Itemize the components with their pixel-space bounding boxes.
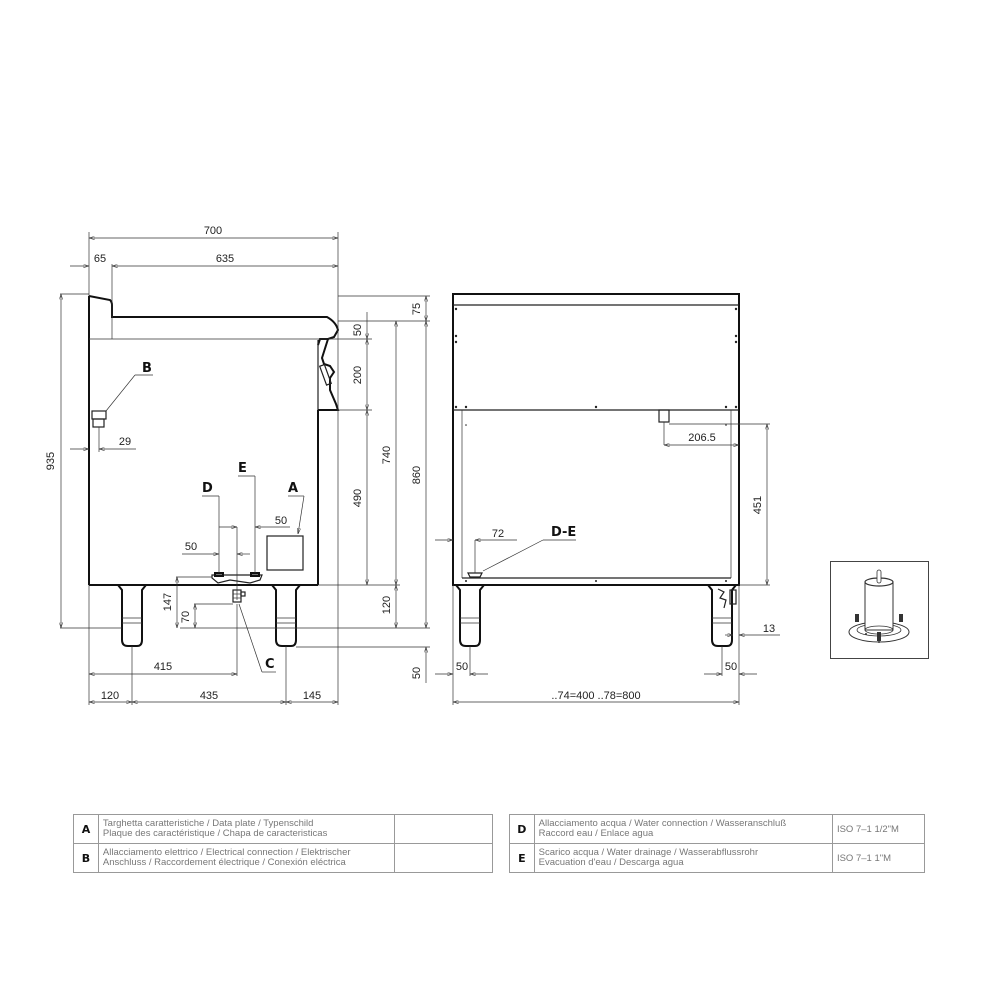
adjustable-foot-icon	[848, 569, 910, 643]
legend-description: Scarico acqua / Water drainage / Wassera…	[533, 843, 833, 873]
svg-text:75: 75	[411, 303, 423, 315]
legend-spec	[394, 843, 493, 873]
svg-text:451: 451	[752, 496, 764, 514]
legend-row: E Scarico acqua / Water drainage / Wasse…	[509, 843, 926, 873]
label-e: E	[238, 461, 247, 476]
svg-text:29: 29	[119, 436, 131, 448]
label-a: A	[288, 481, 298, 496]
svg-text:50: 50	[456, 661, 468, 673]
legend-spec: ISO 7–1 1/2"M	[831, 814, 926, 844]
svg-text:740: 740	[381, 446, 393, 464]
legend-description: Allacciamento acqua / Water connection /…	[533, 814, 833, 844]
legend-key: D	[509, 814, 535, 844]
legend-row: B Allacciamento elettrico / Electrical c…	[73, 843, 493, 873]
label-d: D	[202, 481, 213, 496]
svg-text:50: 50	[411, 667, 423, 679]
label-b: B	[142, 361, 152, 376]
svg-text:635: 635	[216, 253, 234, 265]
electrical-connection-b	[91, 410, 107, 452]
svg-text:50: 50	[185, 541, 197, 553]
svg-text:70: 70	[180, 611, 192, 623]
svg-text:206.5: 206.5	[688, 432, 716, 444]
label-c: C	[265, 657, 275, 672]
legend-table-right: D Allacciamento acqua / Water connection…	[509, 814, 926, 873]
front-view: 206.5 451 72 D-E 50	[435, 293, 780, 705]
svg-text:..74=400 ..78=800: ..74=400 ..78=800	[551, 690, 640, 702]
svg-text:935: 935	[45, 452, 57, 470]
svg-text:700: 700	[204, 225, 222, 237]
svg-text:147: 147	[162, 593, 174, 611]
front-leg-left	[455, 584, 485, 647]
adjustable-foot-detail	[830, 561, 929, 659]
front-leg-right	[707, 584, 737, 647]
legend-key: B	[73, 843, 99, 873]
legend-row: A Targhetta caratteristiche / Data plate…	[73, 814, 493, 844]
svg-text:415: 415	[154, 661, 172, 673]
svg-text:13: 13	[763, 623, 775, 635]
svg-text:120: 120	[101, 690, 119, 702]
legend-spec	[394, 814, 493, 844]
svg-text:50: 50	[275, 515, 287, 527]
legend-key: A	[73, 814, 99, 844]
svg-text:435: 435	[200, 690, 218, 702]
leg-left	[117, 584, 147, 647]
side-view: 700 65 635 935 75 50 200 490 740 120 860	[45, 225, 430, 705]
svg-text:50: 50	[352, 324, 364, 336]
legend-key: E	[509, 843, 535, 873]
legend-description: Allacciamento elettrico / Electrical con…	[97, 843, 396, 873]
leg-right	[271, 584, 301, 647]
legend-spec: ISO 7–1 1"M	[831, 843, 926, 873]
svg-text:200: 200	[352, 366, 364, 384]
svg-text:120: 120	[381, 596, 393, 614]
data-plate-a	[266, 535, 304, 571]
svg-text:860: 860	[411, 466, 423, 484]
svg-text:145: 145	[303, 690, 321, 702]
label-d-e: D-E	[551, 525, 576, 540]
legend-description: Targhetta caratteristiche / Data plate /…	[97, 814, 396, 844]
svg-text:65: 65	[94, 253, 106, 265]
legend-table-left: A Targhetta caratteristiche / Data plate…	[73, 814, 493, 873]
svg-text:72: 72	[492, 528, 504, 540]
svg-text:50: 50	[725, 661, 737, 673]
svg-text:490: 490	[352, 489, 364, 507]
legend-row: D Allacciamento acqua / Water connection…	[509, 814, 926, 844]
